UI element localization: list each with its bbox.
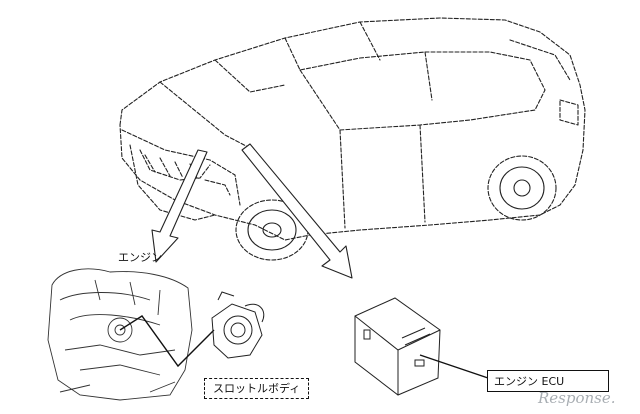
arrow-to-engine xyxy=(151,149,208,263)
engine-illustration xyxy=(47,268,193,401)
ecu-illustration xyxy=(354,297,441,396)
throttle-body-illustration xyxy=(211,291,265,359)
car-illustration xyxy=(119,17,586,241)
ecu-leader-line xyxy=(419,354,489,379)
engine-ecu-label: エンジン ECU xyxy=(487,370,609,392)
engine-leader-line xyxy=(119,315,215,368)
engine-label: エンジン xyxy=(118,251,162,264)
rear-wheel xyxy=(487,155,557,221)
throttle-body-label: スロットルボディ xyxy=(204,378,310,399)
arrow-to-ecu xyxy=(241,143,353,279)
response-watermark: Response. xyxy=(538,389,616,407)
